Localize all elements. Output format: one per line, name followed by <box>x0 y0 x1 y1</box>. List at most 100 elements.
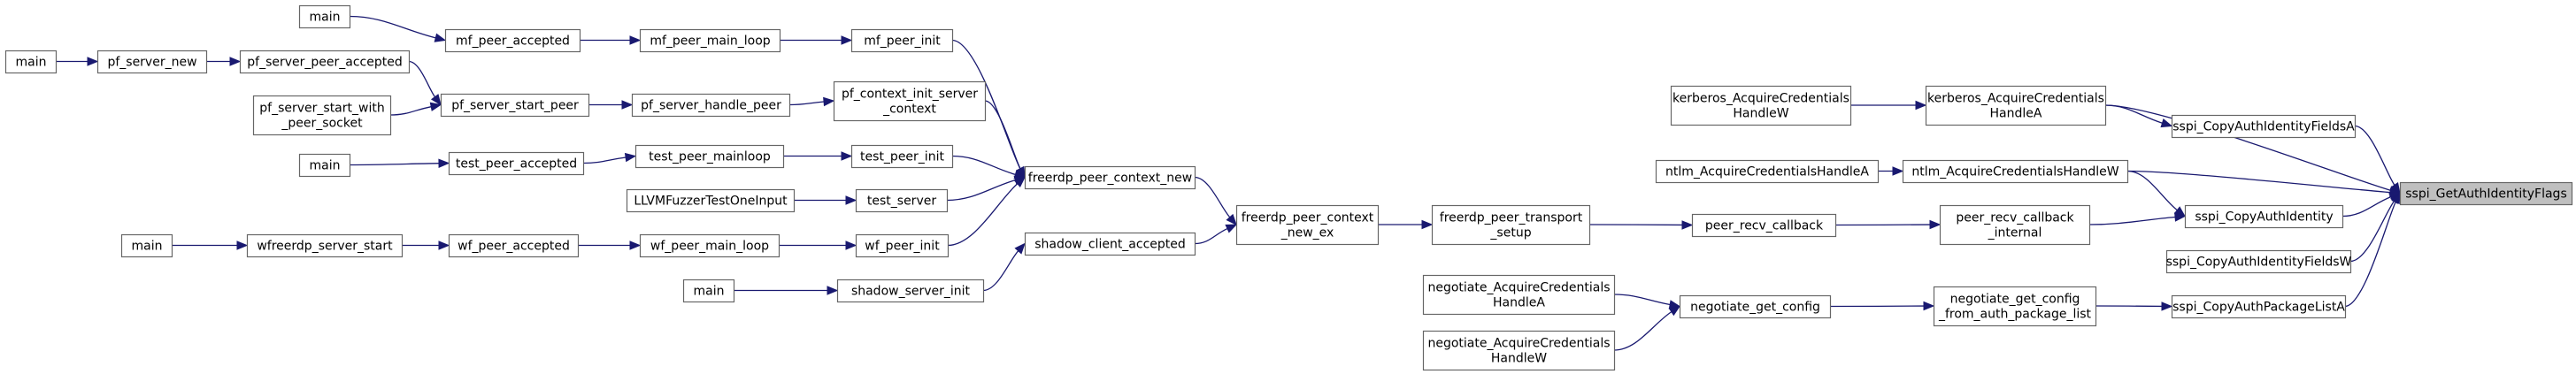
node-box <box>246 233 404 258</box>
node-box <box>1422 274 1616 316</box>
function-node-test-server[interactable]: test_server <box>855 188 949 213</box>
arrowhead-peer-recv <box>1681 220 1694 230</box>
function-node-copy-fields-w[interactable]: sspi_CopyAuthIdentityFieldsW <box>2166 249 2352 274</box>
function-node-transport-setup[interactable]: freerdp_peer_transport_setup <box>1431 204 1591 246</box>
function-node-wf-accepted[interactable]: wf_peer_accepted <box>448 233 580 258</box>
node-label-line: HandleW <box>1491 352 1547 366</box>
node-box <box>1902 159 2129 184</box>
node-label-line: mf_peer_main_loop <box>650 34 770 49</box>
function-node-ctx-new[interactable]: freerdp_peer_context_new <box>1024 165 1196 190</box>
node-label-line: wf_peer_main_loop <box>650 240 769 254</box>
node-label-line: freerdp_peer_transport <box>1440 211 1583 225</box>
node-box <box>631 93 791 118</box>
arrowhead-ctx-new <box>1013 176 1026 188</box>
arrowhead-ctx-new-ex <box>1225 224 1238 233</box>
node-box <box>639 28 781 53</box>
node-label-line: main <box>310 159 341 173</box>
node-label-line: sspi_CopyAuthIdentityFieldsA <box>2172 120 2355 134</box>
arrowhead-pf-handle <box>621 100 634 110</box>
arrowhead-ctx-new-ex <box>1226 213 1237 225</box>
edge-pf-ctx-init-to-ctx-new <box>984 100 1021 170</box>
node-label-line: mf_peer_init <box>864 34 941 49</box>
node-box <box>855 188 949 213</box>
function-node-pf-ctx-init[interactable]: pf_context_init_server_context <box>833 80 987 122</box>
function-node-pf-accepted[interactable]: pf_server_peer_accepted <box>239 50 411 74</box>
node-box <box>120 233 173 258</box>
function-node-shadow-accepted[interactable]: shadow_client_accepted <box>1024 232 1196 256</box>
node-label-line: sspi_GetAuthIdentityFlags <box>2405 187 2567 202</box>
function-node-pf-new[interactable]: pf_server_new <box>96 50 208 74</box>
function-node-test-loop[interactable]: test_peer_mainloop <box>634 144 785 169</box>
edge-copy-identity-to-root <box>2341 195 2392 218</box>
arrowhead-copy-fields-a <box>2160 118 2173 128</box>
node-box <box>444 28 581 53</box>
function-node-neg-a[interactable]: negotiate_AcquireCredentialsHandleA <box>1422 274 1616 316</box>
function-node-kerb-a[interactable]: kerberos_AcquireCredentialsHandleA <box>1925 85 2107 126</box>
function-node-test-accepted[interactable]: test_peer_accepted <box>448 151 585 176</box>
function-node-neg-w[interactable]: negotiate_AcquireCredentialsHandleW <box>1422 330 1616 371</box>
node-label-line: wfreerdp_server_start <box>257 240 393 254</box>
arrowhead-kerb-a <box>1915 100 1927 111</box>
edge-wf-init-to-ctx-new <box>947 183 1019 247</box>
node-label-line: _peer_socket <box>281 117 363 131</box>
function-node-copy-identity[interactable]: sspi_CopyAuthIdentity <box>2184 204 2344 229</box>
edge-neg-w-to-neg-cfg <box>1613 311 1672 351</box>
edges-layer <box>56 15 2402 351</box>
node-label-line: LLVMFuzzerTestOneInput <box>634 195 788 209</box>
function-node-main-3[interactable]: main <box>298 153 351 178</box>
function-node-ntlm-w[interactable]: ntlm_AcquireCredentialsHandleW <box>1902 159 2129 184</box>
function-node-wf-loop[interactable]: wf_peer_main_loop <box>639 233 780 258</box>
node-box <box>448 151 585 176</box>
function-node-shadow-init[interactable]: shadow_server_init <box>836 279 985 303</box>
arrowhead-neg-cfg-list <box>1923 301 1935 311</box>
nodes-layer: sspi_GetAuthIdentityFlags kerberos_Acquir… <box>4 4 2573 371</box>
node-box <box>1939 204 2091 246</box>
function-node-ctx-new-ex[interactable]: freerdp_peer_context_new_ex <box>1235 204 1380 246</box>
node-box <box>639 233 780 258</box>
node-box <box>1691 213 1837 238</box>
function-node-wf-start[interactable]: wfreerdp_server_start <box>246 233 404 258</box>
function-node-kerb-w[interactable]: kerberos_AcquireCredentialsHandleW <box>1670 85 1852 126</box>
arrowhead-root <box>2390 182 2401 195</box>
edge-neg-a-to-neg-cfg <box>1613 294 1671 306</box>
function-node-pf-start-with[interactable]: pf_server_start_with_peer_socket <box>252 95 392 136</box>
node-box <box>1422 330 1616 371</box>
edge-copy-fields-w-to-root <box>2349 201 2395 263</box>
node-box <box>298 4 351 29</box>
function-node-mf-accepted[interactable]: mf_peer_accepted <box>444 28 581 53</box>
function-node-copy-pkg[interactable]: sspi_CopyAuthPackageListA <box>2171 294 2347 319</box>
node-label-line: negotiate_AcquireCredentials <box>1427 337 1610 351</box>
node-box <box>833 80 987 122</box>
arrowhead-neg-cfg <box>1668 305 1681 317</box>
function-node-peer-recv[interactable]: peer_recv_callback <box>1691 213 1837 238</box>
node-label-line: pf_context_init_server <box>842 88 978 102</box>
function-node-pf-handle[interactable]: pf_server_handle_peer <box>631 93 791 118</box>
node-box <box>634 144 785 169</box>
edge-peer-recv-internal-to-copy-identity <box>2088 216 2176 225</box>
node-box <box>1933 286 2097 327</box>
function-node-neg-cfg-list[interactable]: negotiate_get_config_from_auth_package_l… <box>1933 286 2097 327</box>
function-node-copy-fields-a[interactable]: sspi_CopyAuthIdentityFieldsA <box>2171 114 2357 139</box>
function-node-mf-init[interactable]: mf_peer_init <box>850 28 954 53</box>
function-node-main-4[interactable]: main <box>120 233 173 258</box>
function-node-pf-start-peer[interactable]: pf_server_start_peer <box>440 93 590 118</box>
node-label-line: test_peer_init <box>860 150 944 164</box>
function-node-wf-init[interactable]: wf_peer_init <box>855 233 950 258</box>
function-node-llvm[interactable]: LLVMFuzzerTestOneInput <box>626 188 796 213</box>
function-node-peer-recv-internal[interactable]: peer_recv_callback_internal <box>1939 204 2091 246</box>
node-box <box>1655 159 1880 184</box>
node-label-line: sspi_CopyAuthIdentityFieldsW <box>2166 256 2352 270</box>
function-node-ntlm-a[interactable]: ntlm_AcquireCredentialsHandleA <box>1655 159 1880 184</box>
edge-main-1-to-mf-accepted <box>349 15 436 39</box>
node-label-line: test_peer_accepted <box>456 157 577 172</box>
function-node-test-init[interactable]: test_peer_init <box>850 144 954 169</box>
function-node-main-5[interactable]: main <box>682 279 735 303</box>
node-label-line: negotiate_AcquireCredentials <box>1427 281 1610 295</box>
edge-ntlm-w-to-copy-identity <box>2126 170 2178 211</box>
function-node-neg-cfg[interactable]: negotiate_get_config <box>1679 294 1832 319</box>
function-node-mf-loop[interactable]: mf_peer_main_loop <box>639 28 781 53</box>
node-box <box>2184 204 2344 229</box>
edge-pf-accepted-to-pf-start-peer <box>408 60 436 98</box>
function-node-main-1[interactable]: main <box>298 4 351 29</box>
function-node-main-2[interactable]: main <box>4 50 58 74</box>
